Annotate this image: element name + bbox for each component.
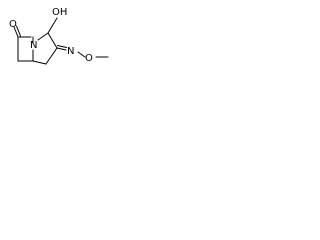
ring-nitrogen-label: N	[30, 40, 37, 51]
acid-group-label: OH	[52, 7, 67, 18]
bond-c2-c3	[47, 32, 58, 49]
carbonyl-oxygen-label: O	[9, 19, 17, 30]
bond-oxime-1	[56, 47, 67, 51]
molecule-structure: O N OH N O	[9, 7, 109, 65]
oxime-nitrogen-label: N	[67, 46, 74, 57]
bond-carbonyl-2	[16, 25, 21, 37]
methoxy-oxygen-label: O	[85, 53, 93, 64]
bond-c3-c4	[45, 47, 58, 65]
bond-n-o	[77, 51, 86, 58]
bond-oxime-2	[57, 45, 67, 48]
bond-c2-acid	[47, 17, 58, 34]
bond-n-c2	[37, 32, 49, 41]
bond-c4-c5	[32, 60, 47, 65]
bond-carbonyl-1	[13, 26, 19, 38]
